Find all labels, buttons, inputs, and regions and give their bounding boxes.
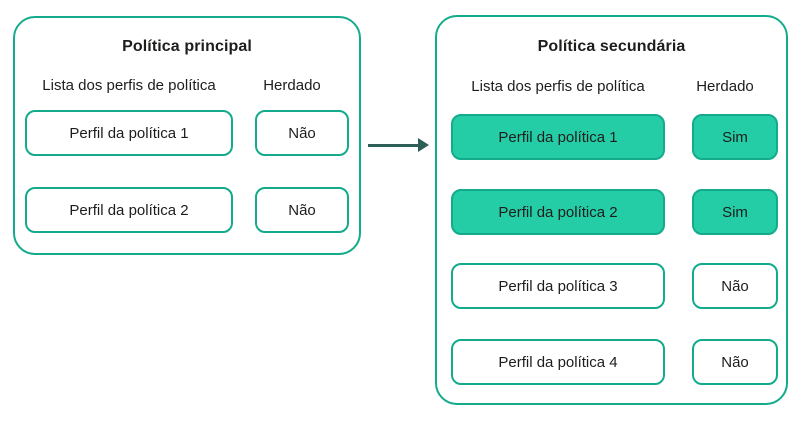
- inherited-value-box: Sim: [692, 189, 778, 235]
- main-policy-title: Política principal: [122, 38, 252, 55]
- policy-profile-box: Perfil da política 1: [25, 110, 233, 156]
- policy-profile-box: Perfil da política 1: [451, 114, 665, 160]
- inherited-column-header: Herdado: [263, 77, 321, 94]
- policy-profile-box: Perfil da política 2: [451, 189, 665, 235]
- inherited-column-header: Herdado: [696, 78, 754, 95]
- secondary-policy-panel: Política secundária Lista dos perfis de …: [435, 15, 788, 405]
- inherited-value-box: Não: [692, 339, 778, 385]
- inheritance-arrow: [368, 138, 429, 153]
- policy-profile-box: Perfil da política 4: [451, 339, 665, 385]
- policy-profile-box: Perfil da política 3: [451, 263, 665, 309]
- secondary-policy-title: Política secundária: [537, 38, 686, 55]
- inherited-value-box: Não: [255, 187, 349, 233]
- inherited-value-box: Sim: [692, 114, 778, 160]
- inherited-value-box: Não: [255, 110, 349, 156]
- profiles-column-header: Lista dos perfis de política: [42, 77, 216, 94]
- arrow-shaft: [368, 144, 419, 147]
- arrow-right-icon: [418, 138, 429, 152]
- profiles-column-header: Lista dos perfis de política: [471, 78, 645, 95]
- main-policy-panel: Política principal Lista dos perfis de p…: [13, 16, 361, 255]
- inherited-value-box: Não: [692, 263, 778, 309]
- policy-profile-box: Perfil da política 2: [25, 187, 233, 233]
